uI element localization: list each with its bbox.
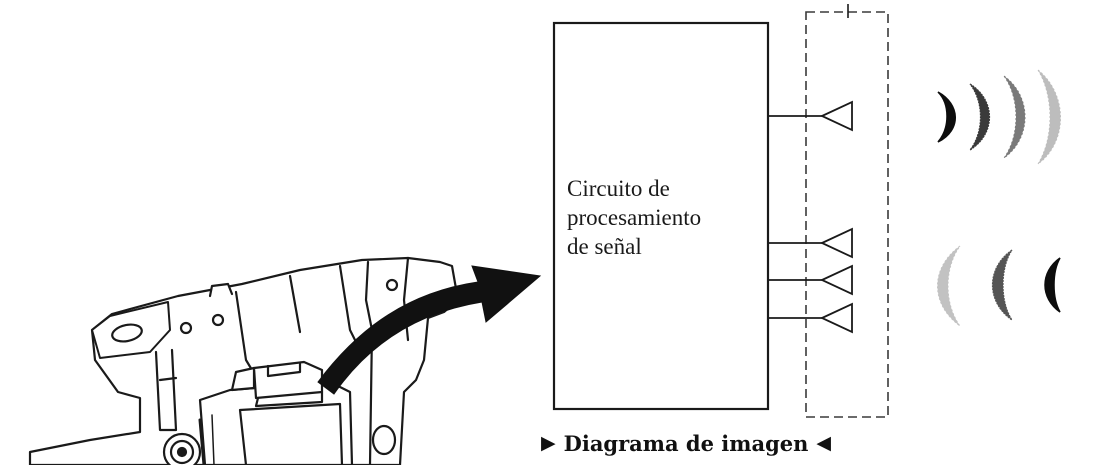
caption-right-marker: ◀ [816,432,832,454]
wave-arc-icon [1003,75,1026,159]
block-label-line-1: Circuito de [567,176,670,201]
wave-arc-icon [1044,257,1061,313]
triangle-antenna-icon [819,264,853,296]
triangle-antenna-icon [819,100,853,132]
caption-text: Diagrama de imagen [563,431,809,456]
triangle-antenna-icon [819,227,853,259]
diagram-caption: ▶ Diagrama de imagen ◀ [541,431,831,456]
sensor-mount-illustration [28,256,460,465]
wave-arc-icon [937,91,956,143]
wave-arc-icon [991,249,1013,321]
signal-processing-label: Circuito de procesamiento de señal [567,174,767,261]
triangle-antenna-icon [819,302,853,334]
antenna-housing-dashed [805,11,889,418]
receive-antenna-2 [768,264,853,296]
incoming-waves [937,245,1061,327]
receive-antenna-1 [768,227,853,259]
curved-arrow-icon [317,265,542,395]
outgoing-waves [937,69,1061,165]
receive-antenna-3 [768,302,853,334]
signal-processing-block [552,21,770,411]
block-label-line-3: de señal [567,234,642,259]
wave-arc-icon [969,83,991,151]
caption-left-marker: ▶ [541,432,556,454]
wave-arc-icon [937,245,961,327]
wave-arc-icon [1037,69,1061,165]
transmit-antenna [768,100,853,132]
block-label-line-2: procesamiento [567,205,702,230]
